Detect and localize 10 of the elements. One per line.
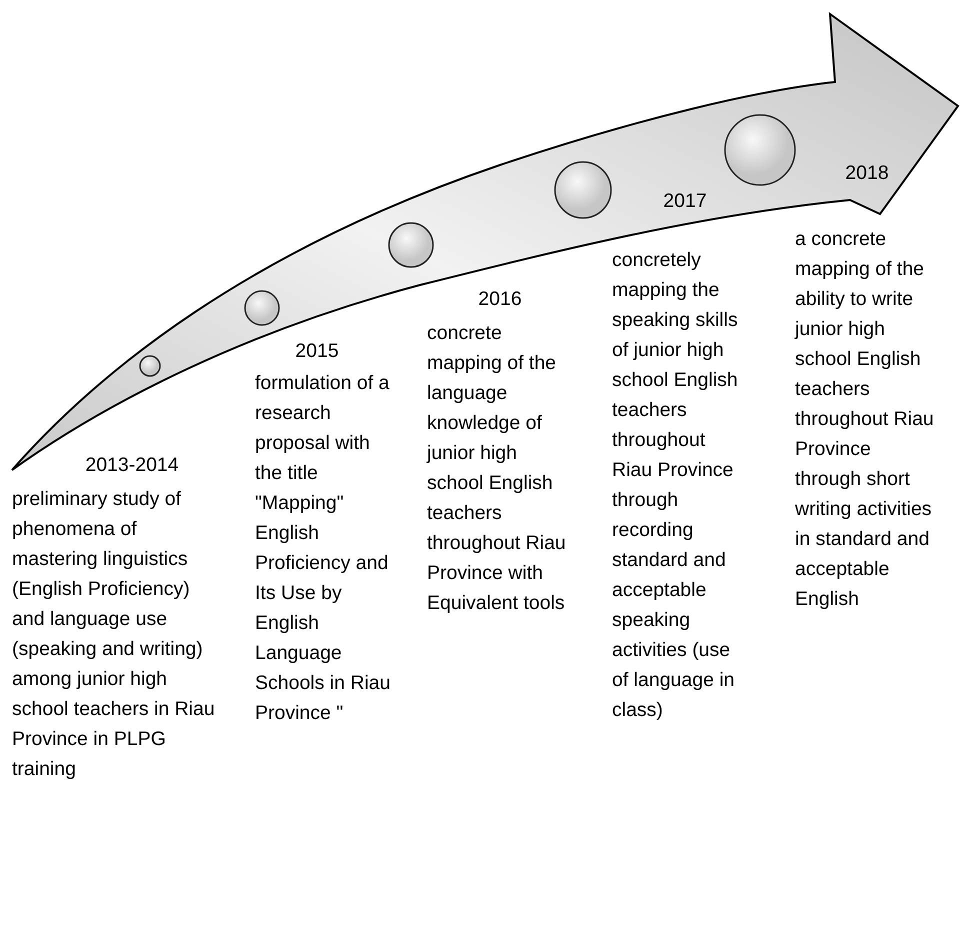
milestone-description: concretely mapping the speaking skills of junior high school English teachers throughout Riau Province through recording standard and acceptable speaking activities (use of language in class) — [612, 248, 738, 723]
milestone-description: concrete mapping of the language knowledge of junior high school English teachers throughout Riau Province with Equivalent tools — [427, 321, 567, 616]
milestone-description: formulation of a research proposal with the title "Mapping" English Proficiency and Its Use by English Language Schools in Riau Province " — [255, 371, 391, 726]
milestone-description: preliminary study of phenomena of mastering linguistics (English Proficiency) and language use (speaking and writing) among junior high school teachers in Riau Province in PLPG training — [12, 487, 216, 782]
year-label: 2017 — [662, 189, 708, 214]
milestone-description: a concrete mapping of the ability to write junior high school English teachers throughout Riau Province through short writing activities in standard and acceptable English — [795, 227, 935, 612]
year-label: 2015 — [294, 339, 340, 364]
year-label: 2016 — [477, 287, 523, 312]
year-label: 2018 — [844, 161, 890, 186]
year-label: 2013-2014 — [84, 453, 180, 478]
